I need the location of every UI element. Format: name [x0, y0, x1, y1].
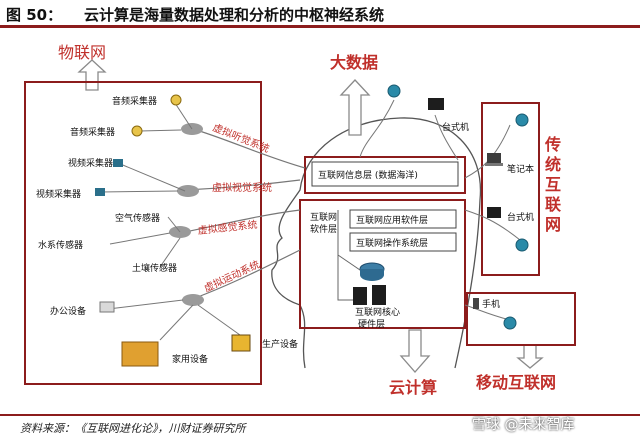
- desktop-icon: [428, 98, 501, 218]
- phone-label: 手机: [482, 298, 500, 310]
- virtual-sensing-label: 虚拟感觉系统: [197, 218, 258, 237]
- watermark: 雪球 @未来智库: [472, 417, 575, 433]
- virtual-vision-label: 虚拟视觉系统: [212, 181, 272, 194]
- home-appliance-label: 家用设备: [172, 353, 208, 365]
- video-collector-label-2: 视频采集器: [36, 188, 81, 200]
- forklift-icon: [231, 334, 251, 352]
- hub-nodes: [169, 123, 204, 306]
- production-equipment-label: 生产设备: [262, 338, 298, 350]
- office-equipment-label: 办公设备: [50, 305, 86, 317]
- motion-curve: [194, 249, 301, 299]
- traditional-internet-box: [481, 102, 540, 276]
- app-layer-box: [349, 209, 457, 229]
- device-video-1: 视频采集器: [68, 157, 123, 169]
- vision-hub: [177, 185, 199, 197]
- traditional-char: 网: [545, 215, 561, 234]
- air-sensor-label: 空气传感器: [115, 212, 160, 224]
- audio-collector-icon: [170, 94, 182, 106]
- printer-icon: [99, 301, 115, 313]
- user-figure-icon: [387, 84, 529, 330]
- traditional-char: 传: [544, 135, 561, 154]
- system-curves: [179, 127, 306, 299]
- arrow-up-bigdata: [339, 79, 371, 136]
- brain-head-outline: [271, 117, 482, 369]
- mobile-internet-box: [466, 292, 576, 346]
- footer-rule: [0, 414, 640, 416]
- device-production: 生产设备: [231, 334, 298, 352]
- arrow-down-cloud: [399, 329, 431, 373]
- core-hardware-label-1: 互联网核心: [355, 306, 400, 318]
- motion-hub: [182, 294, 204, 306]
- camera-icon: [113, 159, 123, 167]
- video-collector-label-1: 视频采集器: [68, 157, 113, 169]
- cloud-core-box: [299, 199, 466, 329]
- appliance-box-icon: [121, 341, 159, 367]
- hearing-curve: [189, 127, 306, 169]
- desktop-label-2: 台式机: [507, 211, 534, 223]
- traditional-char: 联: [545, 195, 561, 214]
- device-video-2: 视频采集器: [36, 188, 105, 200]
- soil-sensor-label: 土壤传感器: [132, 262, 177, 274]
- core-connector: [337, 210, 361, 301]
- device-home: 家用设备: [121, 341, 208, 367]
- thick-arrows: [77, 59, 544, 373]
- virtual-motion-label: 虚拟运动系统: [202, 258, 262, 295]
- sensing-curve: [179, 209, 301, 234]
- device-audio-2: 音频采集器: [70, 125, 143, 138]
- laptop-icon: [485, 153, 503, 166]
- internet-brain-diagram: 物联网 大数据 云计算 移动互联网 传 统 互 联 网 互联网信息层 (数据海洋…: [24, 43, 576, 397]
- info-layer-box: [311, 161, 459, 187]
- iot-label: 物联网: [58, 43, 106, 62]
- phone-icon: [473, 298, 479, 309]
- os-layer-box: [349, 232, 457, 252]
- server-icon: [353, 285, 386, 305]
- cloud-label: 云计算: [389, 378, 437, 397]
- traditional-internet-label: 传 统 互 联 网: [544, 135, 561, 234]
- figure-number: 图 50：: [6, 6, 63, 24]
- iot-box: [24, 81, 262, 385]
- figure-header: 图 50： 云计算是海量数据处理和分析的中枢神经系统: [0, 0, 640, 28]
- audio-collector-icon: [131, 125, 143, 137]
- mobile-internet-label: 移动互联网: [476, 373, 556, 392]
- traditional-char: 互: [545, 175, 561, 194]
- camera-icon: [95, 188, 105, 196]
- traditional-char: 统: [545, 155, 561, 174]
- audio-collector-label-1: 音频采集器: [112, 95, 157, 107]
- os-layer-label: 互联网操作系统层: [356, 237, 428, 249]
- software-layer-label-2: 软件层: [310, 223, 337, 235]
- app-layer-label: 互联网应用软件层: [356, 214, 428, 226]
- figure-title: 云计算是海量数据处理和分析的中枢神经系统: [84, 6, 385, 24]
- software-layer-label-1: 互联网: [310, 212, 337, 223]
- audio-collector-label-2: 音频采集器: [70, 126, 115, 138]
- info-layer-label: 互联网信息层 (数据海洋): [318, 169, 418, 181]
- water-sensor-label: 水系传感器: [38, 239, 83, 251]
- arrow-down-mobile: [516, 344, 544, 369]
- core-hardware-label-2: 硬件层: [358, 318, 385, 330]
- desktop-label-1: 台式机: [442, 121, 469, 133]
- router-icon: [359, 262, 385, 281]
- laptop-label: 笔记本: [507, 163, 534, 175]
- bigdata-label: 大数据: [330, 53, 378, 72]
- arrow-up-iot: [77, 59, 107, 91]
- info-layer-outer-box: [304, 156, 466, 194]
- device-office: 办公设备: [50, 301, 115, 317]
- source-note: 资料来源：《互联网进化论》，川财证券研究所: [20, 422, 246, 435]
- device-audio-1: 音频采集器: [112, 94, 182, 107]
